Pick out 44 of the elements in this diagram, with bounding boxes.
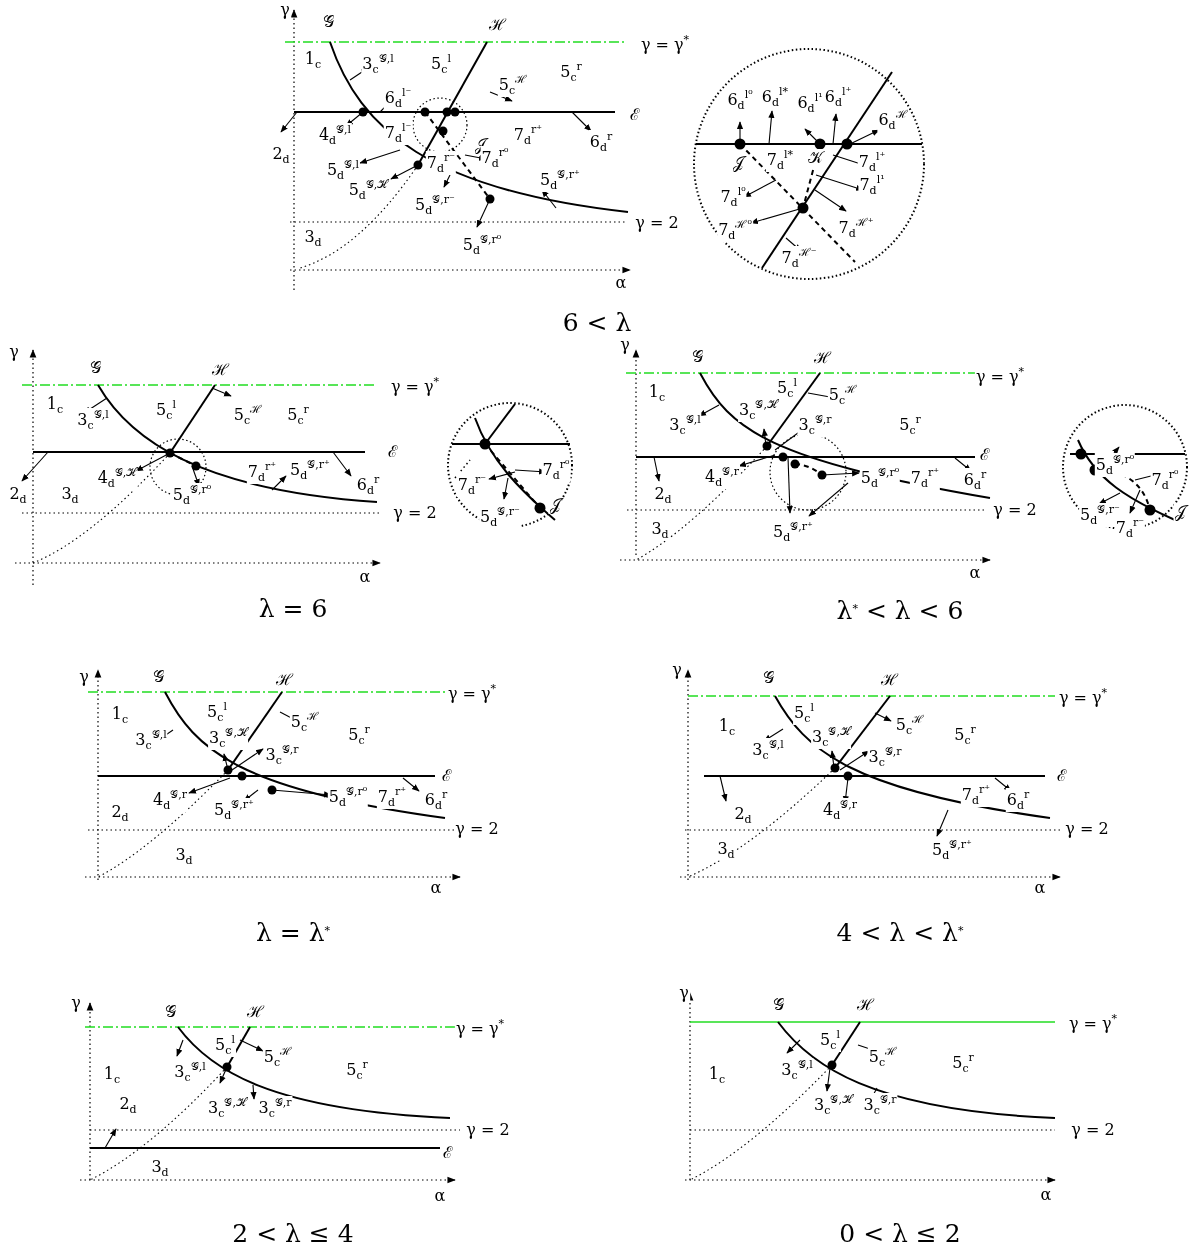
math-label: ℋ bbox=[274, 671, 294, 689]
math-label: γ = 2 bbox=[392, 504, 438, 522]
math-label: 1$_{c}$ bbox=[303, 49, 323, 71]
math-label: 3$_{d}$ bbox=[650, 519, 670, 541]
math-label: ℋ bbox=[812, 349, 832, 367]
math-label: 1$_{c}$ bbox=[110, 704, 130, 726]
math-label: γ = γ$^{*}$ bbox=[1057, 685, 1109, 707]
math-label: 3$_{d}$ bbox=[303, 227, 323, 249]
math-label: 3$_{d}$ bbox=[174, 845, 194, 867]
math-label: γ = γ$^{*}$ bbox=[446, 681, 498, 703]
math-label: 2$_{d}$ bbox=[110, 802, 130, 824]
math-label: γ = 2 bbox=[992, 501, 1038, 519]
math-label: γ = γ$^{*}$ bbox=[454, 1016, 506, 1038]
math-label: 𝒥 bbox=[1173, 503, 1187, 521]
math-label: γ = γ$^{*}$ bbox=[974, 364, 1026, 386]
math-label: 1$_{c}$ bbox=[102, 1064, 122, 1086]
math-label: 1$_{c}$ bbox=[45, 394, 65, 416]
math-label: 3$_{d}$ bbox=[60, 484, 80, 506]
math-label: 3$_{d}$ bbox=[150, 1157, 170, 1179]
math-label: γ = 2 bbox=[634, 214, 680, 232]
math-label: 2$_{d}$ bbox=[8, 484, 28, 506]
math-label: 𝒥 bbox=[731, 154, 745, 172]
math-label: 1$_{c}$ bbox=[707, 1064, 727, 1086]
math-label: γ = 2 bbox=[1070, 1121, 1116, 1139]
math-label: 1$_{c}$ bbox=[717, 716, 737, 738]
math-label: 𝒥 bbox=[548, 496, 562, 514]
math-label: ℋ bbox=[210, 361, 230, 379]
math-label: γ = γ$^{*}$ bbox=[1067, 1011, 1119, 1033]
math-label: 𝒦 bbox=[806, 149, 824, 167]
math-label: 2$_{d}$ bbox=[271, 144, 291, 166]
math-label: 2$_{d}$ bbox=[653, 484, 673, 506]
math-label: γ = 2 bbox=[465, 1121, 511, 1139]
math-label: ℋ bbox=[245, 1003, 265, 1021]
math-label: γ = 2 bbox=[1064, 820, 1110, 838]
math-label: γ = γ$^{*}$ bbox=[639, 32, 691, 54]
math-label: γ = 2 bbox=[454, 820, 500, 838]
math-label: 2$_{d}$ bbox=[733, 804, 753, 826]
math-label: ℋ bbox=[879, 671, 899, 689]
math-label: γ = γ$^{*}$ bbox=[389, 374, 441, 396]
math-label: 1$_{c}$ bbox=[647, 382, 667, 404]
math-label: 2$_{d}$ bbox=[118, 1094, 138, 1116]
math-label: ℋ bbox=[855, 996, 875, 1014]
math-label: ℋ bbox=[487, 16, 507, 34]
math-label: 3$_{d}$ bbox=[716, 839, 736, 861]
